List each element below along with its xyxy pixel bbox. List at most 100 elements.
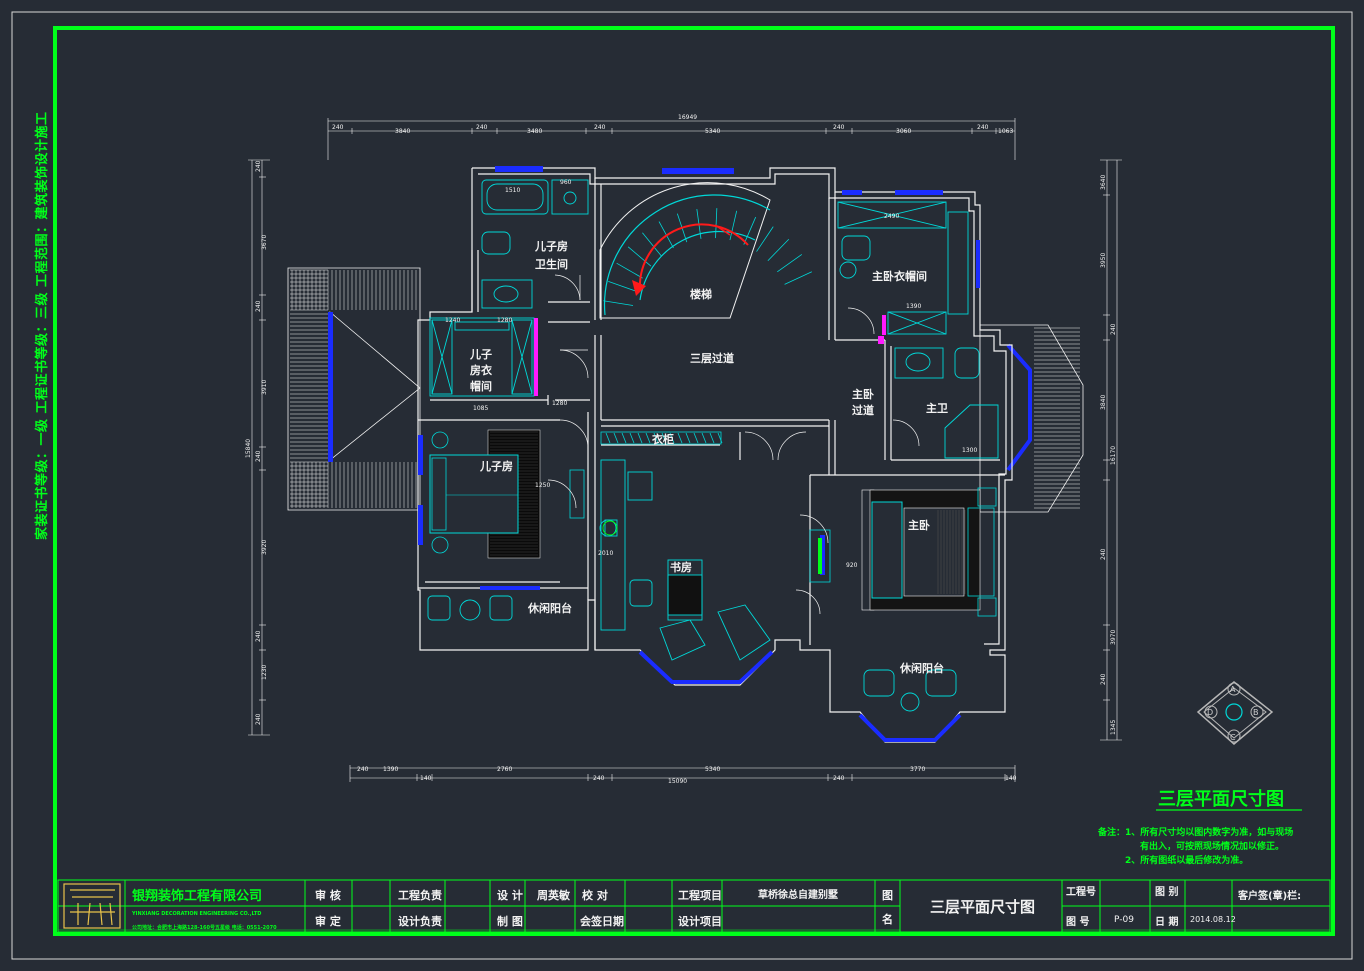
title-block-name-cell xyxy=(899,879,1063,933)
dressing-door-marker-2 xyxy=(878,336,884,344)
dim-left-6: 3920 xyxy=(261,540,268,555)
label-master-dressing: 主卧衣帽间 xyxy=(872,269,927,283)
idim-12: 2010 xyxy=(598,550,613,557)
company-name-en: YINXIANG DECORATION ENGINEERING CO.,LTD xyxy=(131,911,261,917)
label-study: 书房 xyxy=(670,560,692,574)
dim-bot-3: 140 xyxy=(420,775,432,782)
spiral-staircase xyxy=(599,182,812,319)
dim-right-4: 3840 xyxy=(1100,395,1107,410)
dim-left-9: 240 xyxy=(255,713,262,725)
tb-approve: 审 定 xyxy=(315,914,341,928)
label-third-floor-corridor: 三层过道 xyxy=(690,351,734,365)
tb-category-label: 图 别 xyxy=(1155,885,1178,898)
idim-1: 1510 xyxy=(505,187,520,194)
tb-date-label: 日 期 xyxy=(1155,915,1178,928)
compass-b: B xyxy=(1253,708,1259,717)
dim-right-3: 240 xyxy=(1110,323,1117,335)
idim-3: 1240 xyxy=(445,317,460,324)
dim-bot-6: 5340 xyxy=(705,766,720,773)
dim-bot-8: 3770 xyxy=(910,766,925,773)
tb-project-no-label: 工程号 xyxy=(1066,885,1096,898)
son-bathroom-fixtures xyxy=(481,179,589,309)
dressing-door-marker xyxy=(882,315,886,335)
dim-right-1: 3640 xyxy=(1100,175,1107,190)
dim-left-total: 15840 xyxy=(245,439,252,458)
compass-symbol: A C D B xyxy=(1196,681,1274,745)
tb-drawing-no-label: 图 号 xyxy=(1066,916,1089,928)
idim-9: 1390 xyxy=(906,303,921,310)
dim-right-2: 3950 xyxy=(1100,253,1107,268)
idim-4: 1280 xyxy=(497,317,512,324)
tb-check: 校 对 xyxy=(582,888,608,902)
label-stairs: 楼梯 xyxy=(690,287,712,301)
notes: 备注：1、所有尺寸均以图内数字为准，如与现场 有出入，可按照现场情况加以修正。 … xyxy=(1097,826,1293,866)
tb-client-sign: 客户签(章)栏: xyxy=(1237,889,1301,902)
tb-engineering-lead: 工程负责 xyxy=(398,888,442,902)
interior-dimension-labels: 1510 960 1240 1280 1085 1280 1250 2490 1… xyxy=(445,179,977,569)
label-master-bedroom: 主卧 xyxy=(908,518,930,532)
leisure-balcony-left-furniture xyxy=(427,595,513,621)
label-son-bathroom-2: 卫生间 xyxy=(535,257,568,271)
dim-bot-1: 240 xyxy=(357,766,369,773)
dim-right-total: 16170 xyxy=(1110,446,1117,465)
master-bedroom-fixtures xyxy=(809,487,997,617)
dim-top-2: 3840 xyxy=(395,128,410,135)
company-logo xyxy=(63,883,121,929)
dim-top-1: 240 xyxy=(332,124,344,131)
idim-6: 1280 xyxy=(552,400,567,407)
dimension-labels: 16949 240 3840 240 3480 240 5340 240 306… xyxy=(245,114,1117,785)
right-roof-hatch xyxy=(979,324,1084,513)
company-address: 公司地址：合肥市上海路128-160号五星级 电话：0551-2070 xyxy=(132,924,277,931)
dim-top-4: 3480 xyxy=(527,128,542,135)
drawing-title: 三层平面尺寸图 xyxy=(1158,788,1284,810)
dim-left-7: 240 xyxy=(255,630,262,642)
dim-left-8: 1230 xyxy=(261,665,268,680)
corridor-cabinet xyxy=(600,431,723,445)
compass-d: D xyxy=(1207,708,1213,717)
windows xyxy=(418,166,980,590)
dim-right-7: 240 xyxy=(1100,673,1107,685)
idim-8: 2490 xyxy=(884,213,899,220)
dim-top-3: 240 xyxy=(476,124,488,131)
idim-5: 1085 xyxy=(473,405,488,412)
dim-bot-5: 240 xyxy=(593,775,605,782)
study-furniture xyxy=(599,459,771,661)
doors xyxy=(547,274,920,615)
idim-10: 1300 xyxy=(962,447,977,454)
compass-a: A xyxy=(1230,685,1236,694)
tb-name-char-1: 图 xyxy=(882,889,893,902)
title-block-text: 银翔装饰工程有限公司 YINXIANG DECORATION ENGINEERI… xyxy=(131,885,1301,931)
idim-7: 1250 xyxy=(535,482,550,489)
label-leisure-balcony-left: 休闲阳台 xyxy=(527,601,572,615)
dim-right-5: 240 xyxy=(1100,548,1107,560)
dim-left-2: 3670 xyxy=(261,235,268,250)
qualification-text: 家装证书等级：一级 工程证书等级：三级 工程范围：建筑装饰设计施工 xyxy=(34,111,50,540)
dim-top-8: 3060 xyxy=(896,128,911,135)
title-block-grid xyxy=(57,879,1331,933)
dim-top-10: 1063 xyxy=(998,128,1013,135)
dim-right-6: 3970 xyxy=(1110,630,1117,645)
dim-top-7: 240 xyxy=(833,124,845,131)
label-master-bath: 主卫 xyxy=(926,401,948,415)
note-line-2: 有出入，可按照现场情况加以修正。 xyxy=(1140,840,1284,852)
dim-bottom-total: 15090 xyxy=(668,778,687,785)
label-son-wardrobe-1: 儿子 xyxy=(469,348,492,361)
dim-left-4: 3910 xyxy=(261,380,268,395)
dim-top-6: 5340 xyxy=(705,128,720,135)
son-bedroom-fixtures xyxy=(429,429,585,559)
tb-designer: 周英敏 xyxy=(537,888,571,902)
label-cabinet: 衣柜 xyxy=(652,432,674,446)
tb-date: 2014.08.12 xyxy=(1190,915,1236,924)
dim-bot-9: 140 xyxy=(1005,775,1017,782)
tb-design-project: 设计项目 xyxy=(678,914,722,928)
study-bay-window xyxy=(638,650,774,684)
idim-2: 960 xyxy=(560,179,572,186)
tb-design-lead: 设计负责 xyxy=(398,914,442,928)
dim-left-1: 240 xyxy=(255,160,262,172)
tb-design: 设 计 xyxy=(497,888,523,902)
left-roof-hatch xyxy=(287,267,421,511)
tb-project-name: 草桥徐总自建别墅 xyxy=(758,888,838,901)
dim-bot-4: 2760 xyxy=(497,766,512,773)
